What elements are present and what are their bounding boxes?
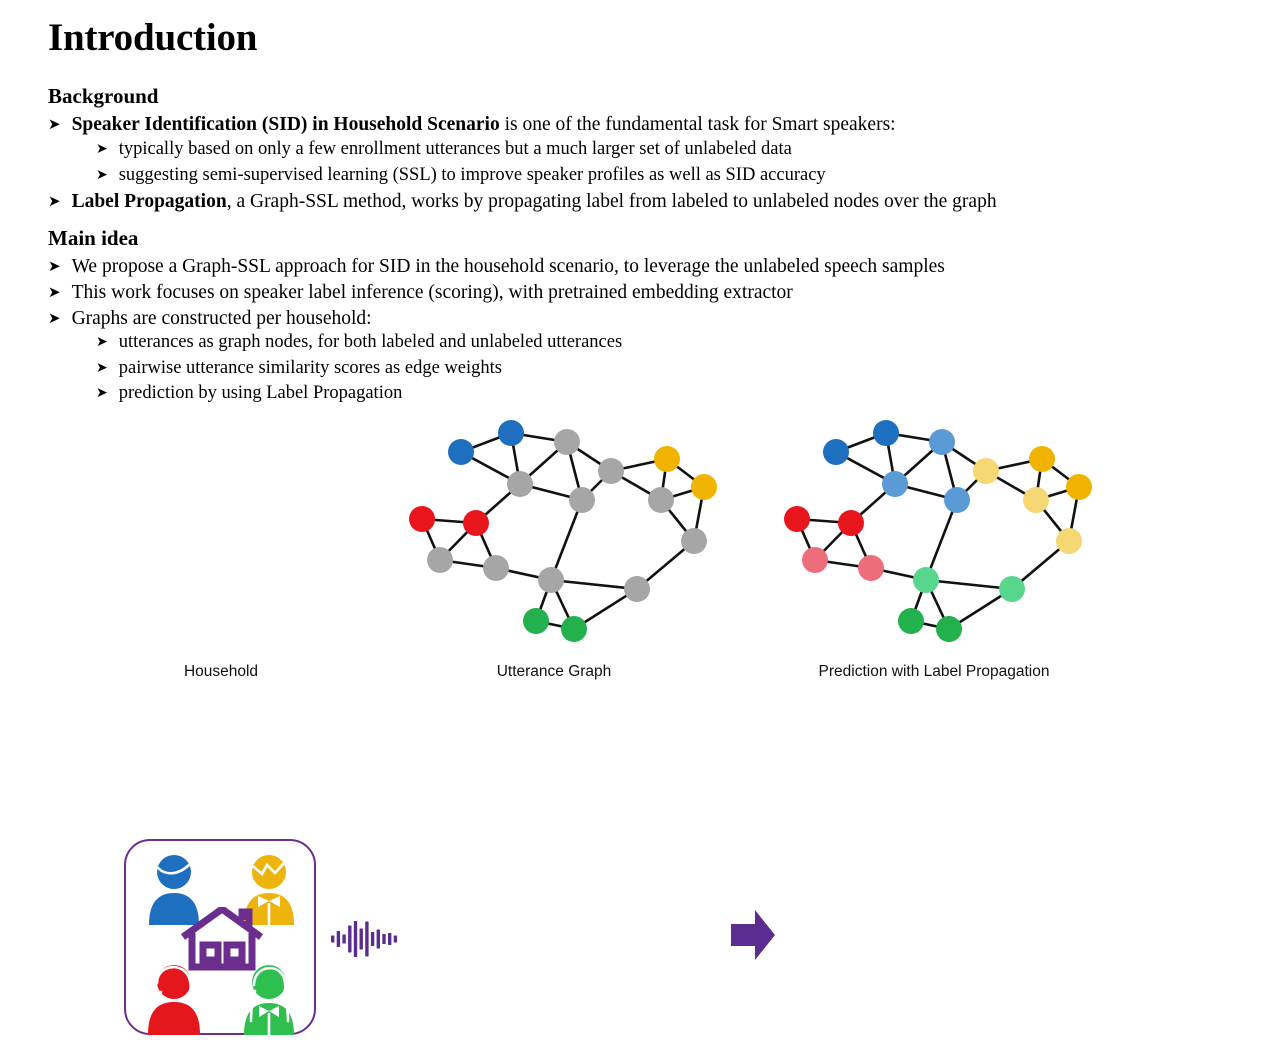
bullet-text: typically based on only a few enrollment…	[118, 139, 792, 159]
slide-root: Introduction Background Main idea ➤ Speak…	[0, 16, 1280, 1037]
mainidea-bullet-1: ➤ This work focuses on speaker label infe…	[48, 281, 793, 304]
utterance-graph-node	[523, 608, 549, 634]
utterance-graph-node	[654, 446, 680, 472]
prediction-graph-edge	[924, 498, 959, 582]
bullet-arrow-icon: ➤	[48, 257, 61, 275]
section-heading-main-idea: Main idea	[48, 226, 139, 250]
prediction-graph-node	[913, 567, 939, 593]
utterance-graph-node	[624, 576, 650, 602]
background-bullet-0: ➤ Speaker Identification (SID) in Househo…	[48, 113, 896, 136]
bullet-arrow-icon: ➤	[48, 309, 61, 327]
prediction-graph-node	[1023, 487, 1049, 513]
prediction-graph-node	[784, 506, 810, 532]
prediction-graph-node	[929, 429, 955, 455]
prediction-graph-node	[999, 576, 1025, 602]
bullet-text: prediction by using Label Propagation	[118, 383, 403, 403]
bullet-text: pairwise utterance similarity scores as …	[118, 358, 502, 378]
utterance-graph-node	[427, 547, 453, 573]
caption-prediction: Prediction with Label Propagation	[818, 663, 1050, 680]
prediction-graph-node	[838, 510, 864, 536]
audio-waveform-icon	[329, 916, 399, 967]
right-arrow-icon	[729, 907, 777, 968]
background-bullet-2: ➤ suggesting semi-supervised learning (SS…	[96, 165, 826, 187]
section-heading-background: Background	[48, 84, 159, 108]
utterance-graph-node	[598, 458, 624, 484]
caption-household: Household	[183, 663, 259, 680]
bullet-arrow-icon: ➤	[96, 385, 108, 401]
bullet-arrow-icon: ➤	[48, 115, 61, 133]
prediction-graph-node	[823, 439, 849, 465]
prediction-graph-node	[1056, 528, 1082, 554]
prediction-graph-node	[944, 487, 970, 513]
bullet-arrow-icon: ➤	[96, 360, 108, 376]
figure-diagram: Household Utterance Graph Prediction wit…	[0, 410, 1280, 1037]
caption-utterance-graph: Utterance Graph	[496, 663, 612, 680]
utterance-graph-edge	[549, 498, 584, 582]
prediction-graph-node	[1029, 446, 1055, 472]
page-title: Introduction	[48, 16, 258, 59]
prediction-graph-node	[802, 547, 828, 573]
utterance-graph-node	[483, 555, 509, 581]
prediction-graph-edge	[924, 578, 1014, 591]
prediction-graph-node	[898, 608, 924, 634]
utterance-graph-node	[498, 420, 524, 446]
utterance-graph-node	[538, 567, 564, 593]
prediction-graph-node	[873, 420, 899, 446]
prediction-graph-node	[882, 471, 908, 497]
bullet-text: This work focuses on speaker label infer…	[71, 282, 793, 303]
bullet-arrow-icon: ➤	[96, 167, 108, 183]
prediction-graph-node	[1066, 474, 1092, 500]
utterance-graph-node	[691, 474, 717, 500]
bullet-text: Speaker Identification (SID) in Househol…	[71, 114, 896, 135]
bullet-arrow-icon: ➤	[96, 334, 108, 350]
mainidea-bullet-0: ➤ We propose a Graph-SSL approach for SID…	[48, 255, 945, 278]
mainidea-bullet-3: ➤ utterances as graph nodes, for both lab…	[96, 332, 622, 354]
utterance-graph-node	[448, 439, 474, 465]
mainidea-bullet-4: ➤ pairwise utterance similarity scores as…	[96, 358, 502, 380]
background-bullet-1: ➤ typically based on only a few enrollmen…	[96, 139, 792, 161]
bullet-text: suggesting semi-supervised learning (SSL…	[118, 165, 826, 185]
utterance-graph	[404, 410, 734, 660]
background-bullet-3: ➤ Label Propagation, a Graph-SSL method, …	[48, 190, 997, 213]
bullet-text: Label Propagation, a Graph-SSL method, w…	[71, 191, 997, 212]
mainidea-bullet-5: ➤ prediction by using Label Propagation	[96, 383, 402, 405]
mainidea-bullet-2: ➤ Graphs are constructed per household:	[48, 307, 372, 330]
utterance-graph-node	[648, 487, 674, 513]
bullet-arrow-icon: ➤	[48, 192, 61, 210]
prediction-graph-node	[858, 555, 884, 581]
bullet-arrow-icon: ➤	[96, 141, 108, 157]
bullet-text: utterances as graph nodes, for both labe…	[118, 332, 623, 352]
utterance-graph-node	[409, 506, 435, 532]
prediction-graph-node	[936, 616, 962, 642]
utterance-graph-node	[569, 487, 595, 513]
bullet-arrow-icon: ➤	[48, 283, 61, 301]
utterance-graph-edge	[549, 578, 639, 591]
utterance-graph-node	[561, 616, 587, 642]
utterance-graph-node	[554, 429, 580, 455]
utterance-graph-node	[463, 510, 489, 536]
bullet-text: We propose a Graph-SSL approach for SID …	[71, 256, 945, 277]
prediction-graph-node	[973, 458, 999, 484]
prediction-graph	[779, 410, 1109, 660]
house-icon	[179, 904, 265, 976]
utterance-graph-node	[507, 471, 533, 497]
bullet-text: Graphs are constructed per household:	[71, 308, 372, 329]
utterance-graph-node	[681, 528, 707, 554]
